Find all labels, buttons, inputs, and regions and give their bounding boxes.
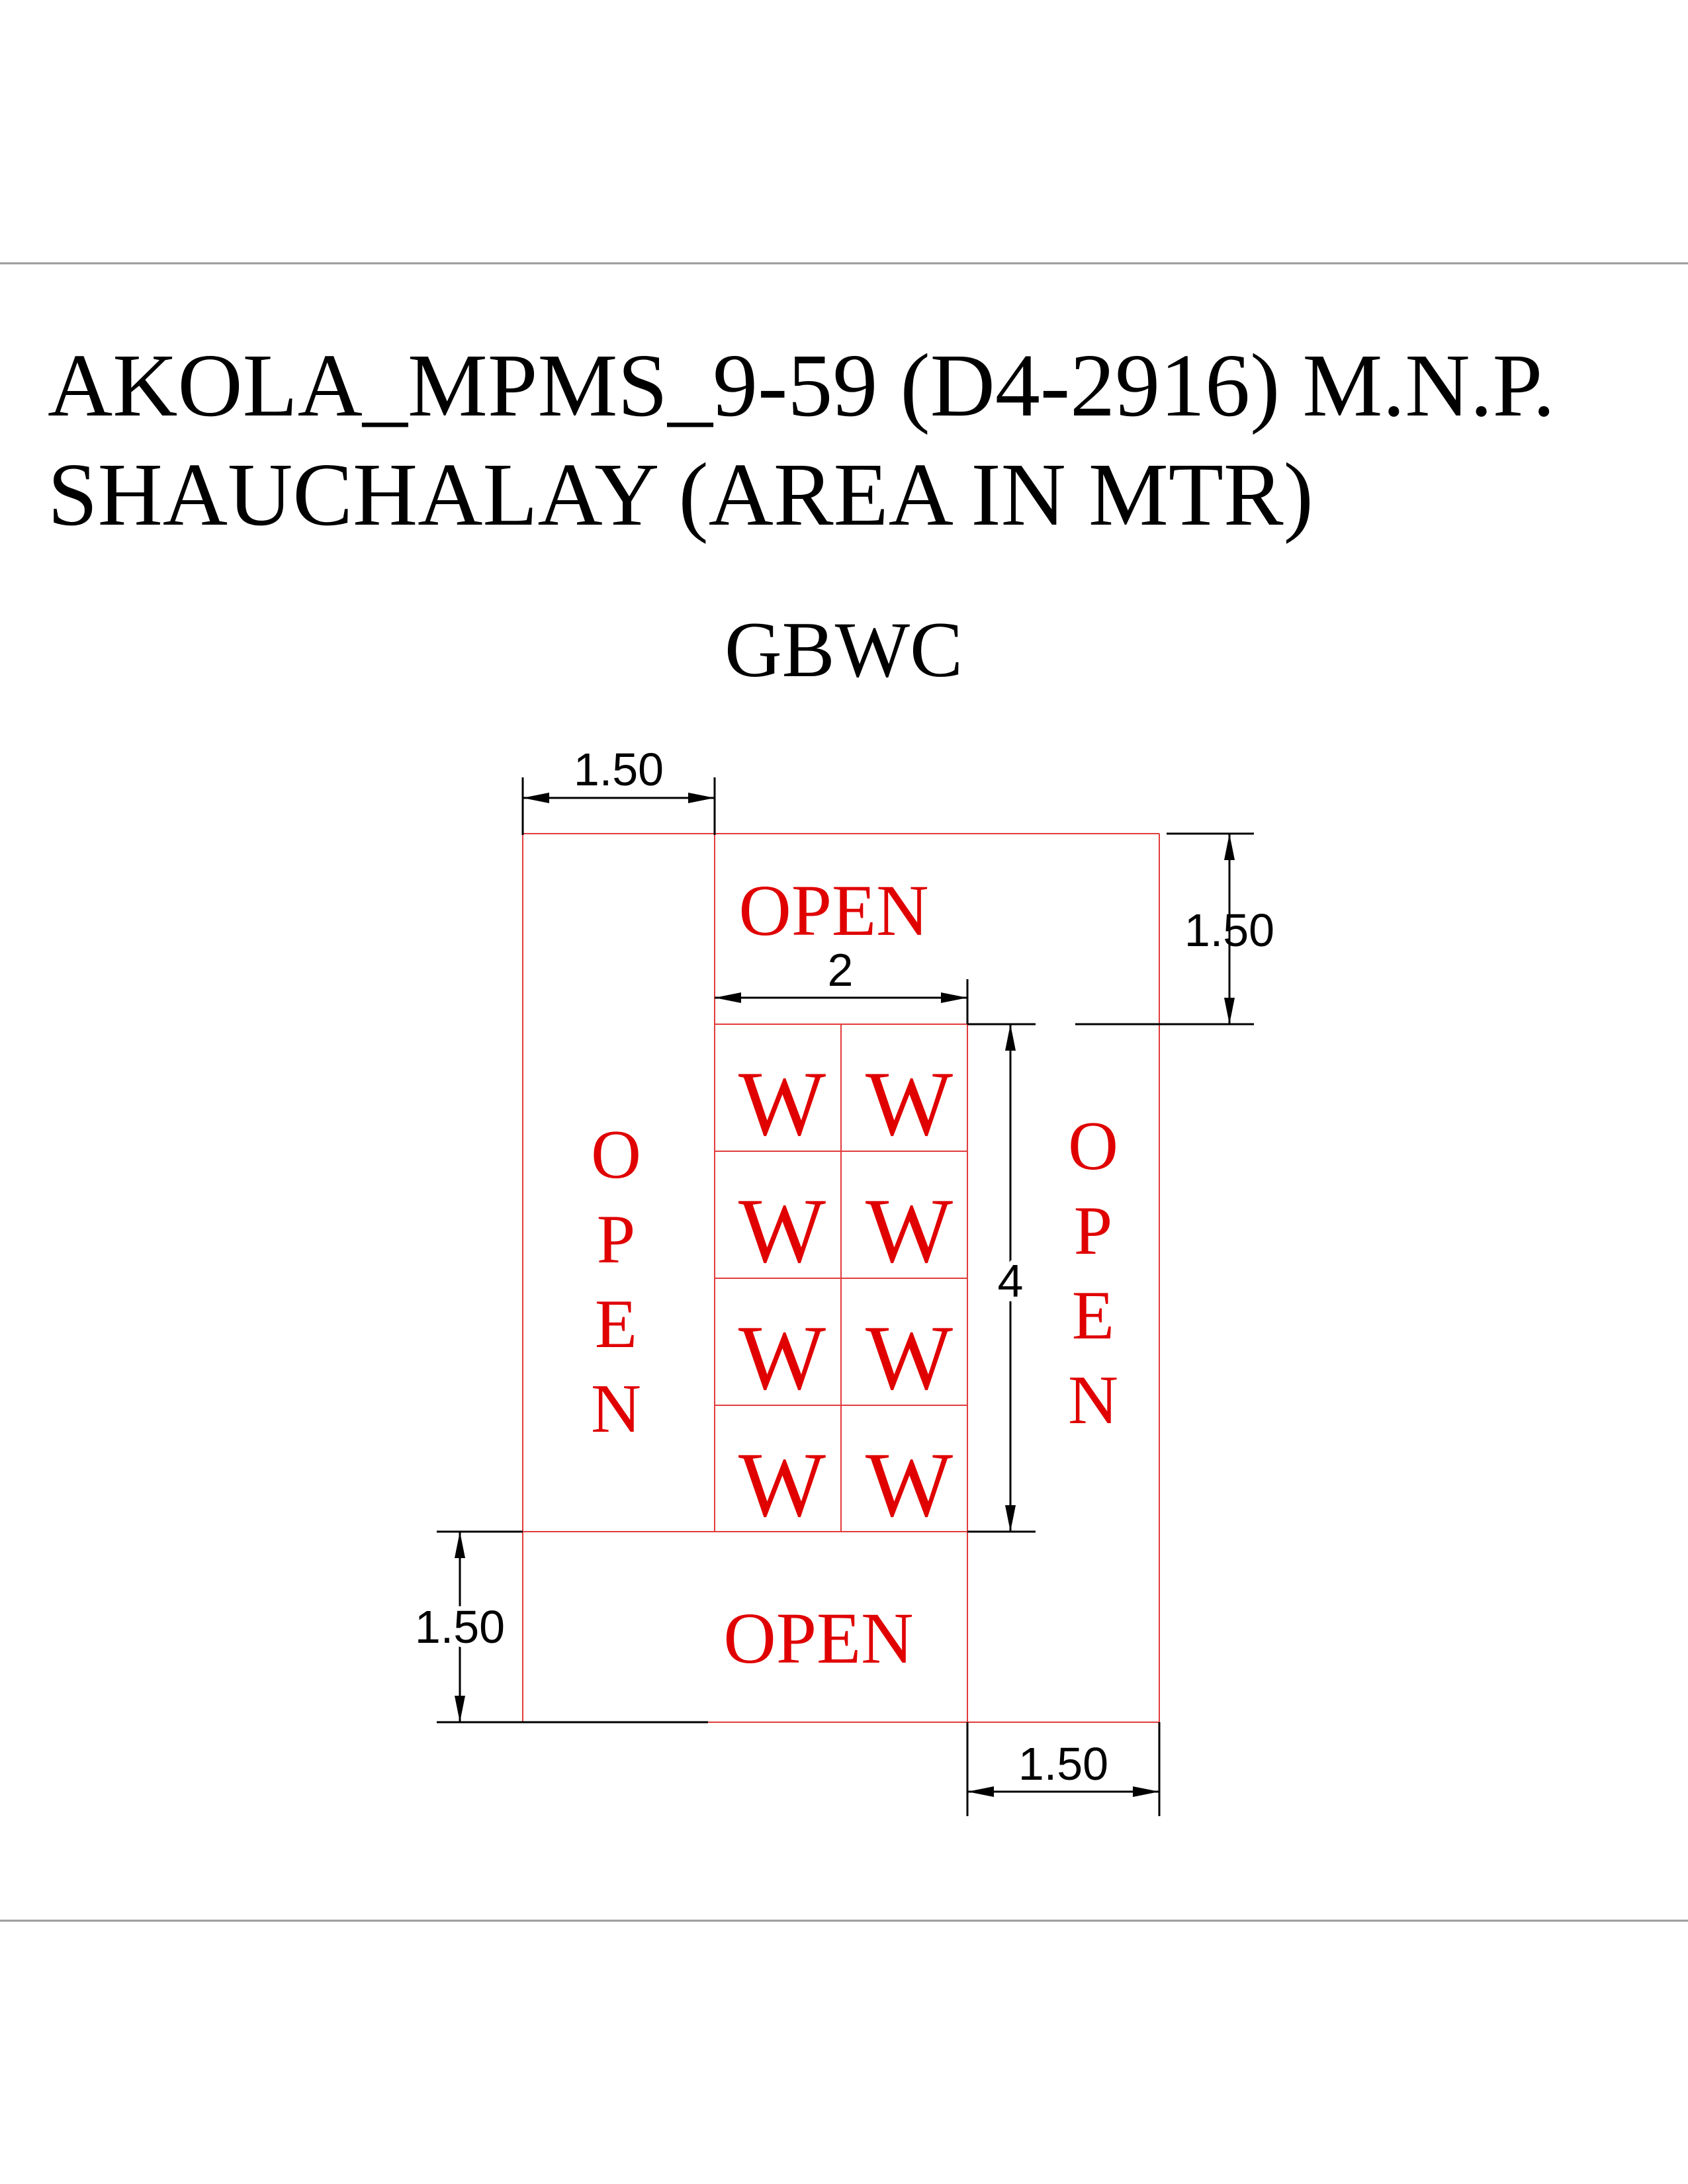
svg-text:O: O bbox=[591, 1115, 641, 1193]
subtitle-gbwc: GBWC bbox=[725, 605, 963, 693]
svg-text:O: O bbox=[1068, 1107, 1118, 1184]
open-label-top: OPEN bbox=[738, 870, 928, 951]
svg-text:1.50: 1.50 bbox=[1184, 904, 1274, 956]
wc-cell-label: W bbox=[738, 1307, 826, 1409]
dimension-building-height: 4 bbox=[967, 1023, 1036, 1533]
svg-text:E: E bbox=[595, 1285, 637, 1362]
open-label-left: O P E N bbox=[591, 1115, 641, 1447]
wc-cell-label: W bbox=[866, 1434, 953, 1536]
wc-cell-label: W bbox=[866, 1053, 953, 1155]
svg-text:1.50: 1.50 bbox=[415, 1601, 505, 1653]
title-line-1: AKOLA_MPMS_9-59 (D4-2916) M.N.P. bbox=[48, 336, 1555, 435]
wc-cell-label: W bbox=[738, 1434, 826, 1536]
svg-text:N: N bbox=[1068, 1361, 1118, 1438]
svg-text:P: P bbox=[597, 1200, 635, 1278]
dimension-top-right-height: 1.50 bbox=[1075, 832, 1274, 1026]
svg-text:E: E bbox=[1072, 1276, 1114, 1354]
svg-text:1.50: 1.50 bbox=[1018, 1738, 1108, 1790]
open-label-bottom: OPEN bbox=[723, 1598, 913, 1679]
dimension-top-left-width: 1.50 bbox=[521, 744, 716, 835]
title-line-2: SHAUCHALAY (AREA IN MTR) bbox=[48, 445, 1313, 545]
open-label-right: O P E N bbox=[1068, 1107, 1118, 1438]
dimension-bottom-right-width: 1.50 bbox=[966, 1722, 1161, 1816]
wc-labels: W W W W W W W W bbox=[738, 1053, 953, 1536]
plan-outline bbox=[522, 833, 1160, 1723]
svg-text:N: N bbox=[591, 1370, 641, 1447]
dimension-bottom-left-height: 1.50 bbox=[410, 1530, 708, 1724]
svg-text:4: 4 bbox=[998, 1255, 1024, 1307]
svg-text:2: 2 bbox=[828, 944, 854, 996]
svg-text:P: P bbox=[1074, 1192, 1112, 1269]
wc-cell-label: W bbox=[738, 1053, 826, 1155]
dimension-building-width: 2 bbox=[715, 944, 969, 1024]
wc-cell-label: W bbox=[738, 1180, 826, 1282]
wc-cell-label: W bbox=[866, 1180, 953, 1282]
wc-cell-label: W bbox=[866, 1307, 953, 1409]
wc-block bbox=[714, 1024, 968, 1532]
svg-text:1.50: 1.50 bbox=[574, 744, 664, 795]
